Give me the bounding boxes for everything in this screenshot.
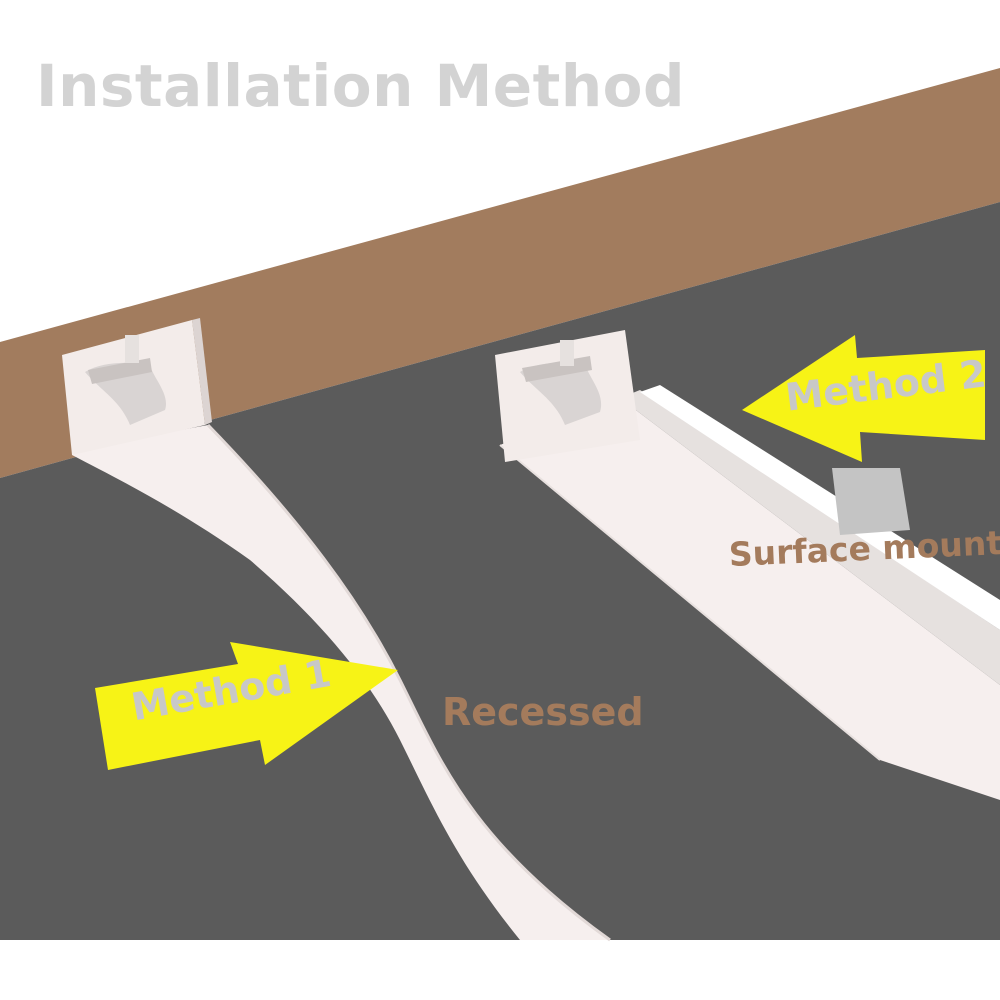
recessed-label: Recessed (442, 690, 644, 734)
surface-mount-strip (499, 385, 1000, 800)
recessed-profile-end (62, 318, 212, 455)
recessed-strip (72, 423, 611, 942)
surface-profile-end (495, 330, 640, 462)
bottom-margin (0, 940, 1000, 1000)
mounting-surface (0, 202, 1000, 1000)
method-2-arrow (742, 335, 985, 462)
wall-surface (0, 68, 1000, 478)
method-1-arrow (95, 642, 398, 770)
page-title: Installation Method (36, 52, 686, 120)
